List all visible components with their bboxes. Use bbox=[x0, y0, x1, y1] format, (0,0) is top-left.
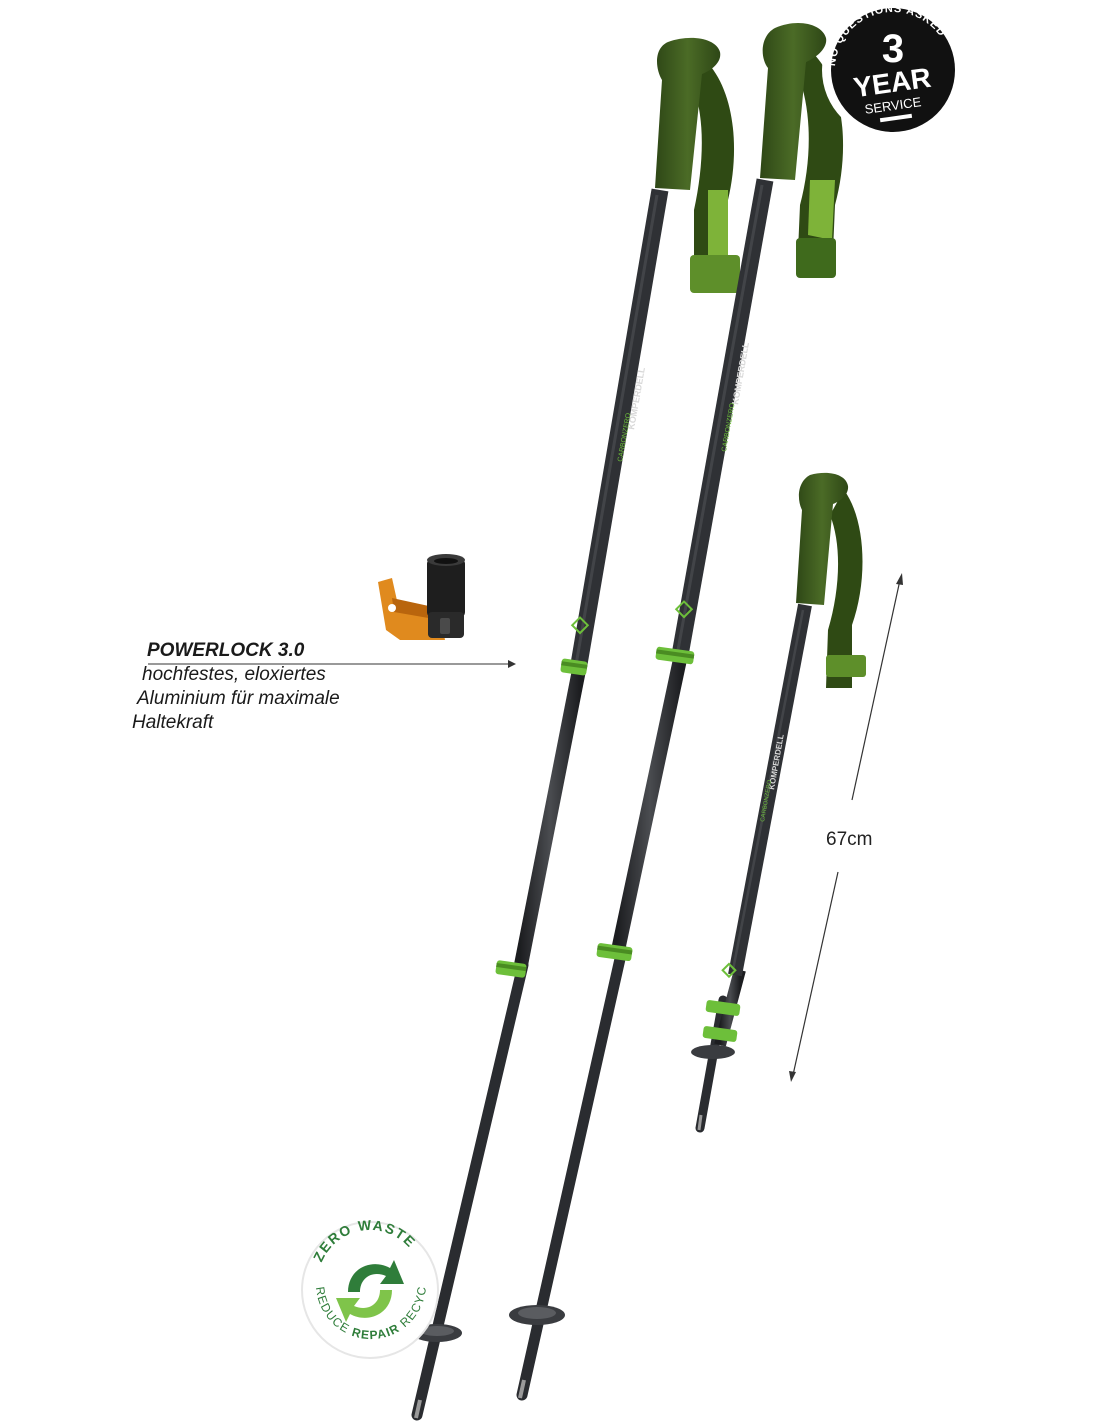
trekking-pole-left bbox=[411, 37, 740, 1421]
trekking-pole-collapsed bbox=[691, 472, 866, 1133]
three-year-service-badge: NO QUESTIONS ASKED 3 YEAR SERVICE bbox=[822, 2, 958, 138]
powerlock-product-image bbox=[378, 554, 465, 640]
powerlock-clamp bbox=[655, 646, 695, 665]
recycle-arrows-icon bbox=[336, 1260, 404, 1322]
powerlock-clamp bbox=[560, 658, 588, 676]
trekking-pole-center bbox=[509, 23, 844, 1401]
callout-line-2: Aluminium für maximale bbox=[137, 688, 340, 709]
callout-arrow bbox=[148, 660, 516, 668]
badge-number: 3 bbox=[882, 27, 904, 71]
dimension-arrow bbox=[789, 573, 903, 1082]
callout-line-1: hochfestes, eloxiertes bbox=[142, 664, 326, 685]
callout-line-3: Haltekraft bbox=[132, 712, 214, 733]
dimension-label: 67cm bbox=[826, 829, 873, 850]
powerlock-clamp bbox=[596, 943, 633, 962]
callout-title: POWERLOCK 3.0 bbox=[147, 640, 305, 661]
powerlock-clamp bbox=[495, 960, 527, 978]
